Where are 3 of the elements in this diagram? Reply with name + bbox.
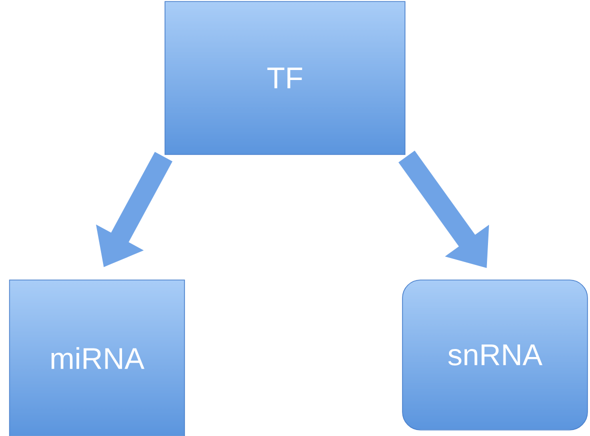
process-box: miRNA [9, 280, 185, 436]
rounded-box: snRNA [402, 280, 588, 430]
process-box: TF [164, 1, 406, 155]
